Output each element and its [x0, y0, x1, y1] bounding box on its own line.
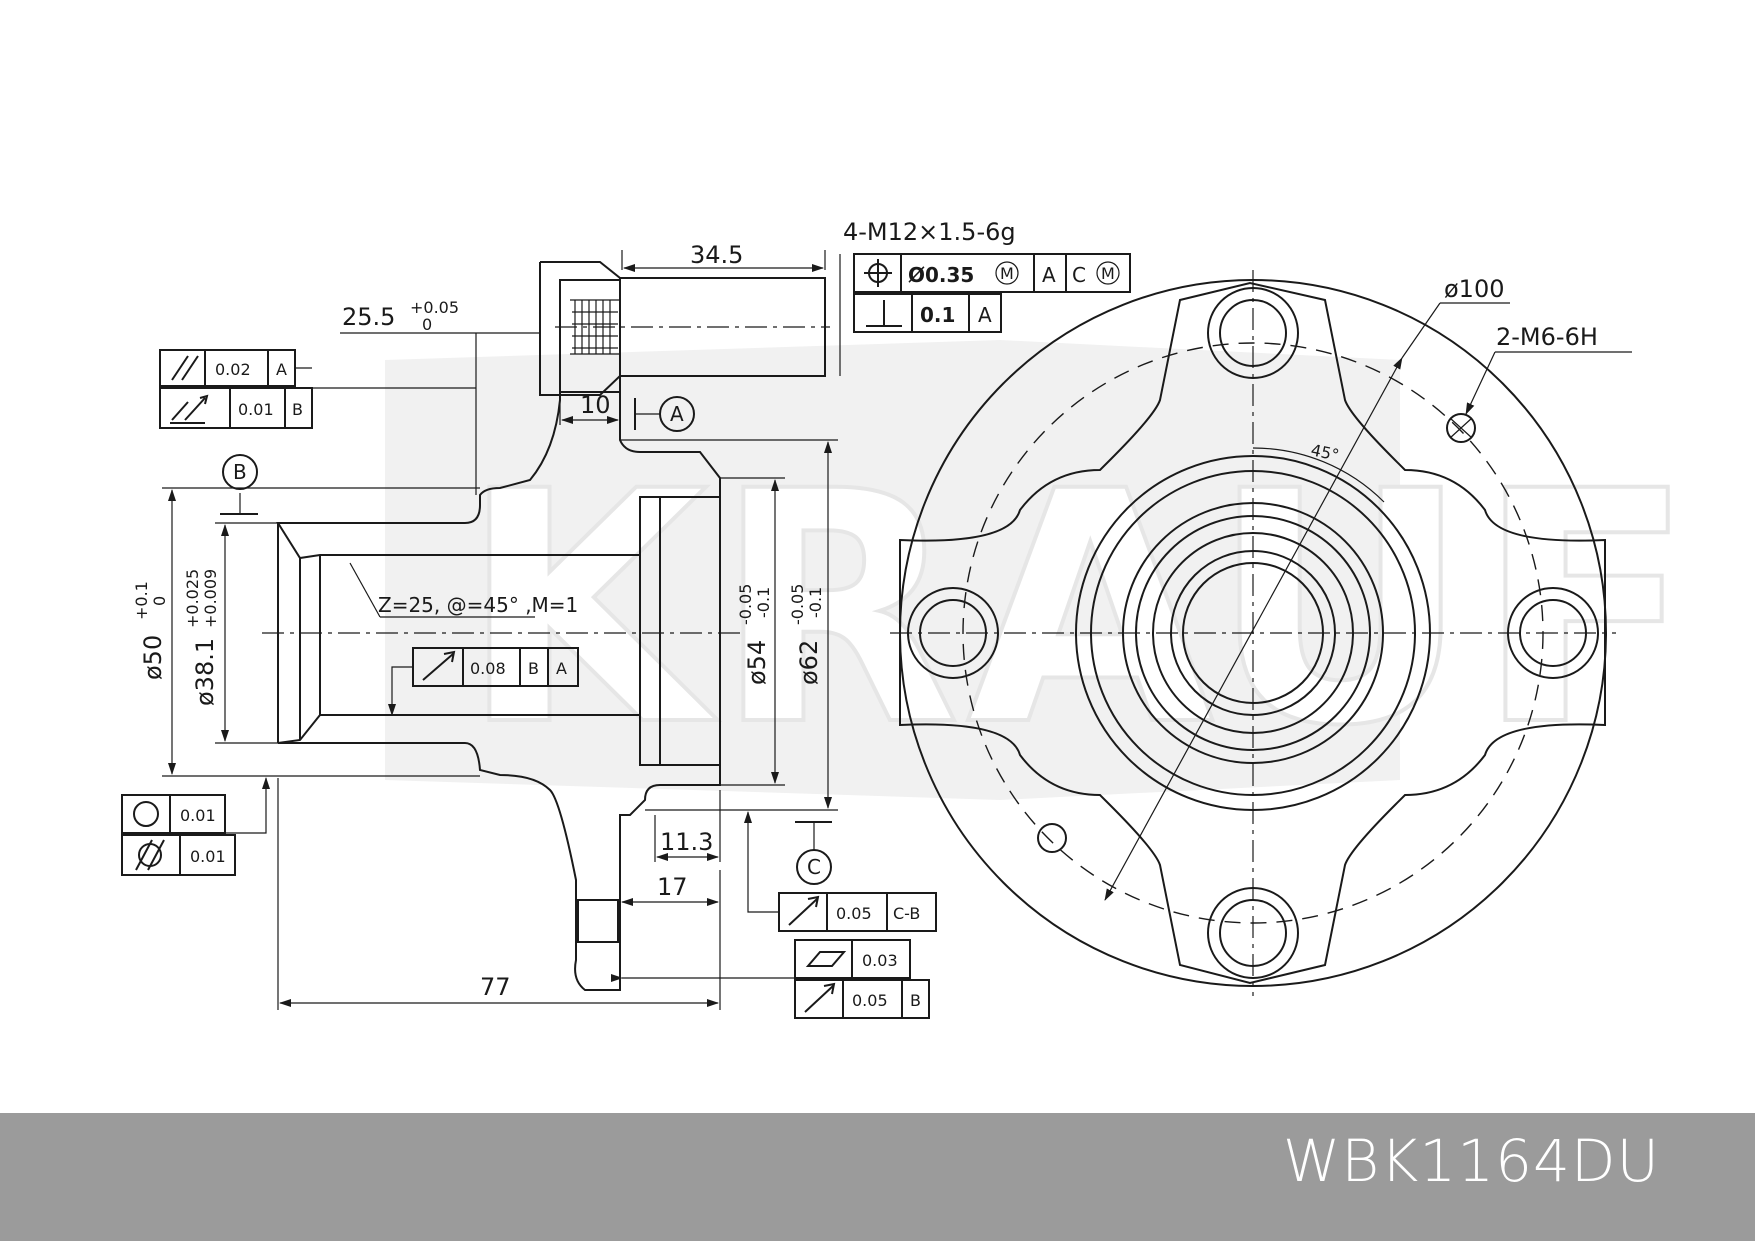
dim-25-5-tol-lower: 0 [422, 315, 432, 334]
frame-face-runout: 0.05 B [794, 979, 930, 1019]
dia-50-tol-upper: +0.1 [132, 581, 151, 620]
dim-77: 77 [480, 973, 511, 1001]
svg-text:C: C [1072, 263, 1086, 287]
frame-roundness: 0.01 [121, 794, 226, 834]
svg-text:A: A [556, 659, 567, 678]
dia-38-1-tol-lower: +0.009 [201, 569, 220, 628]
dim-34-5: 34.5 [690, 241, 743, 269]
section-view [262, 261, 830, 991]
part-number: WBK1164DU [1282, 1127, 1660, 1195]
upper-section [276, 391, 721, 560]
position-icon [864, 259, 892, 287]
dia-62-tol-lower: -0.1 [806, 587, 825, 618]
cylindricity-icon [135, 839, 165, 871]
frame-total-runout: 0.01 B [159, 387, 313, 429]
dia-54-tol-upper: -0.05 [736, 584, 755, 625]
m6-hole [1446, 413, 1476, 443]
frame-perpendicular: 0.1 A [853, 293, 1002, 333]
svg-text:0.02: 0.02 [215, 360, 251, 379]
side-dimensions: 34.5 25.5 +0.05 0 10 A B ø50 +0.1 0 ø38.… [132, 241, 838, 1010]
frame-cylindricity: 0.01 [121, 834, 236, 876]
flatness-icon [805, 951, 847, 967]
datum-a: A [670, 402, 684, 426]
svg-text:M: M [1000, 264, 1014, 283]
svg-text:A: A [978, 303, 992, 327]
dim-11-3: 11.3 [660, 828, 713, 856]
dia-62: ø62 [795, 640, 823, 685]
frame-bore-runout: 0.08 B A [412, 647, 579, 687]
thread-note: 4-M12×1.5-6g [843, 218, 1016, 246]
svg-text:0.05: 0.05 [852, 991, 888, 1010]
dia-62-tol-upper: -0.05 [788, 584, 807, 625]
footer-bar: WBK1164DU [0, 1113, 1755, 1241]
datum-b: B [233, 460, 247, 484]
dia-54-tol-lower: -0.1 [754, 587, 773, 618]
svg-text:Ø0.35: Ø0.35 [908, 263, 974, 287]
lower-section [277, 714, 721, 991]
spline-note: Z=25, @=45° ,M=1 [378, 593, 578, 617]
svg-text:B: B [910, 991, 921, 1010]
dia-50-tol-lower: 0 [150, 596, 169, 606]
dia-38-1-tol-upper: +0.025 [183, 569, 202, 628]
roundness-icon [133, 801, 159, 827]
svg-text:0.01: 0.01 [238, 400, 274, 419]
frame-position: Ø0.35 M A C M [853, 253, 1131, 293]
frame-parallel: 0.02 A [159, 349, 296, 387]
svg-text:M: M [1101, 264, 1115, 283]
total-runout-icon [170, 394, 209, 424]
runout-c-icon [788, 895, 820, 926]
svg-text:0.08: 0.08 [470, 659, 506, 678]
svg-text:A: A [1042, 263, 1056, 287]
m6-hole [1037, 823, 1067, 853]
dim-10: 10 [580, 391, 611, 419]
parallel-icon [171, 355, 199, 381]
svg-text:A: A [276, 360, 287, 379]
svg-text:0.03: 0.03 [862, 951, 898, 970]
datum-c: C [807, 855, 821, 879]
face-runout-icon [804, 982, 836, 1013]
svg-text:B: B [528, 659, 539, 678]
dia-38-1: ø38.1 [191, 638, 219, 706]
perpendicular-icon [866, 300, 902, 327]
technical-drawing: KRAUF 34.5 [121, 218, 1697, 1019]
frame-flatness: 0.03 [794, 939, 911, 979]
svg-text:B: B [292, 400, 303, 419]
svg-text:0.05: 0.05 [836, 904, 872, 923]
svg-text:C-B: C-B [893, 904, 920, 923]
svg-text:0.01: 0.01 [190, 847, 226, 866]
frame-runout-c: 0.05 C-B [778, 892, 937, 932]
svg-text:0.1: 0.1 [920, 303, 955, 327]
tolerance-frames: 0.02 A 0.01 B Ø0.35 M A C [121, 218, 1131, 1019]
front-view: ø100 2-M6-6H 45° [890, 270, 1632, 996]
svg-text:0.01: 0.01 [180, 806, 216, 825]
pcd-label: ø100 [1444, 275, 1505, 303]
m6-label: 2-M6-6H [1496, 323, 1598, 351]
dim-17: 17 [657, 873, 688, 901]
dia-50: ø50 [139, 635, 167, 680]
dia-54: ø54 [743, 640, 771, 685]
runout-icon [422, 650, 456, 681]
dim-25-5: 25.5 [342, 303, 395, 331]
dim-25-5-tol-upper: +0.05 [410, 298, 459, 317]
